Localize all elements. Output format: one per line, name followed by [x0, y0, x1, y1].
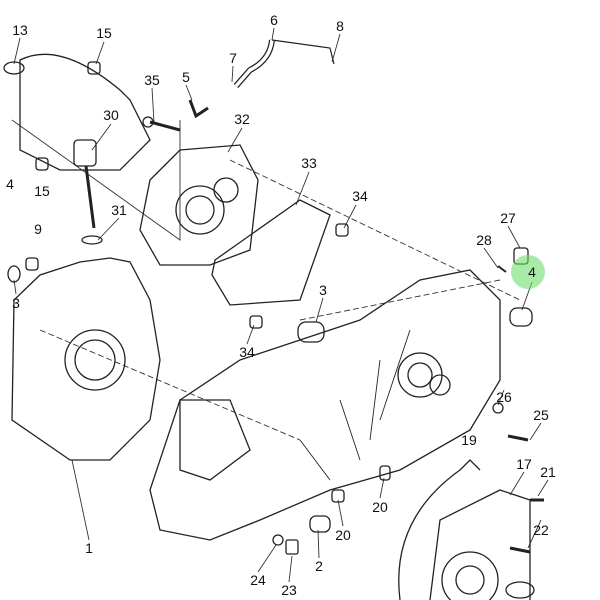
callout-21: 21 [540, 464, 556, 480]
left-crankcase-half [11, 257, 161, 461]
callout-5: 5 [182, 69, 190, 85]
callout-28: 28 [476, 232, 492, 248]
callout-32: 32 [234, 111, 250, 127]
dipstick-30 [73, 139, 97, 167]
oil-seal-13 [3, 61, 25, 75]
callout-6: 6 [270, 12, 278, 28]
callout-19: 19 [461, 432, 477, 448]
callout-23: 23 [281, 582, 297, 598]
callout-17: 17 [516, 456, 532, 472]
highlight-part-4 [511, 255, 545, 289]
callout-3-left: 3 [12, 295, 20, 311]
callout-35: 35 [144, 72, 160, 88]
callout-8: 8 [336, 18, 344, 34]
callout-1: 1 [85, 540, 93, 556]
callout-9: 9 [34, 221, 42, 237]
callout-3: 3 [319, 282, 327, 298]
callout-4-highlighted: 4 [528, 264, 536, 280]
callout-34-b: 34 [239, 344, 255, 360]
right-crankcase-cover-32 [139, 144, 259, 266]
callout-26: 26 [496, 389, 512, 405]
callout-33: 33 [301, 155, 317, 171]
dowel-pin-15 [87, 61, 101, 75]
callout-4-left: 4 [6, 176, 14, 192]
gasket-19 [398, 459, 481, 600]
callout-31: 31 [111, 202, 127, 218]
callout-25: 25 [533, 407, 549, 423]
callout-30: 30 [103, 107, 119, 123]
callout-20-b: 20 [335, 527, 351, 543]
callout-22: 22 [533, 522, 549, 538]
callout-15: 15 [96, 25, 112, 41]
cover-17 [429, 489, 531, 600]
callout-13: 13 [12, 22, 28, 38]
callout-20: 20 [372, 499, 388, 515]
bushing-4 [509, 307, 533, 327]
callout-2: 2 [315, 558, 323, 574]
callout-15-b: 15 [34, 183, 50, 199]
bushing-3 [297, 321, 325, 343]
callout-27: 27 [500, 210, 516, 226]
gasket-33 [211, 199, 331, 306]
callout-7: 7 [229, 50, 237, 66]
callout-34: 34 [352, 188, 368, 204]
side-cover-gasket [19, 53, 151, 171]
main-crankcase-half [149, 269, 501, 541]
dowel-pin-15b [35, 157, 49, 171]
o-ring-31 [81, 235, 103, 245]
callout-24: 24 [250, 572, 266, 588]
leader-lines [11, 27, 549, 583]
